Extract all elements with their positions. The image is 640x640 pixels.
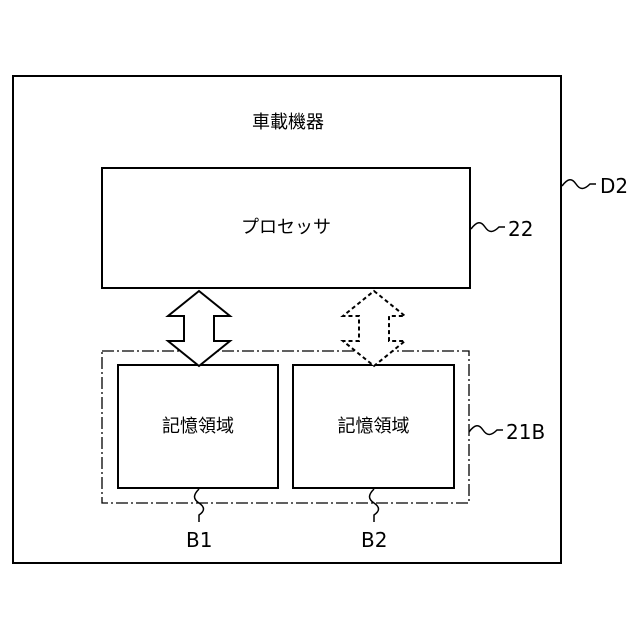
leader-line-d2 [562, 180, 596, 189]
leader-line-21b [469, 426, 503, 435]
leader-line-b1 [195, 489, 204, 522]
solid-double-arrow [168, 291, 230, 366]
leader-line-b2 [370, 489, 379, 522]
ref-label-22: 22 [508, 219, 533, 239]
ref-label-21b: 21B [506, 422, 545, 442]
leader-line-22 [471, 223, 505, 232]
ref-label-b1: B1 [186, 530, 212, 550]
storage-group-boundary [102, 351, 469, 503]
ref-label-b2: B2 [361, 530, 387, 550]
dashed-double-arrow [343, 291, 405, 366]
ref-label-d2: D2 [600, 176, 628, 196]
